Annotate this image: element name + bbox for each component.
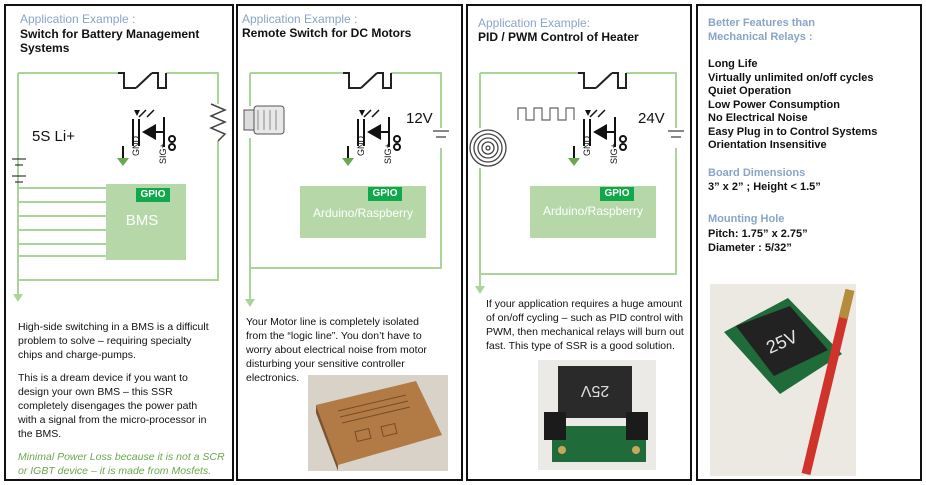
gnd-pin-label: GND (582, 136, 592, 156)
arduino-controller-box (300, 186, 426, 238)
feature-item: No Electrical Noise (708, 112, 808, 124)
panel-bms-title-line2: Systems (20, 41, 70, 55)
panel-heater-eyebrow: Application Example: (478, 16, 591, 30)
board-dimensions-heading: Board Dimensions (708, 167, 806, 179)
feature-item: Easy Plug in to Control Systems (708, 125, 878, 138)
panel-bms-eyebrow: Application Example : (20, 12, 136, 26)
features-list: Long Life Virtually unlimited on/off cyc… (708, 58, 877, 153)
arduino-controller-box (530, 186, 656, 238)
sig-pin-label: SIG+ (158, 143, 168, 164)
arduino-box-label: Arduino/Raspberry (542, 204, 644, 218)
heater-coil-icon (469, 129, 507, 167)
ssr-mosfet-icon (117, 109, 176, 166)
panel-heater-title: PID / PWM Control of Heater (478, 30, 639, 44)
panel-motor-title: Remote Switch for DC Motors (242, 26, 412, 40)
gpio-badge: GPIO (600, 187, 634, 201)
ssr-mosfet-icon (342, 109, 401, 166)
feature-item: Orientation Insensitive (708, 139, 827, 151)
panel-bms-note: Minimal Power Loss because it is not a S… (18, 451, 225, 477)
sig-pin-label: SIG+ (609, 143, 619, 164)
pwm-signal-icon (517, 107, 575, 121)
heater-circuit-diagram (469, 72, 684, 294)
panel-dc-motors: Application Example : Remote Switch for … (236, 4, 463, 481)
panel-heater: Application Example: PID / PWM Control o… (466, 4, 692, 481)
gpio-badge: GPIO (136, 188, 170, 202)
mounting-pitch-value: Pitch: 1.75” x 2.75” (708, 228, 808, 240)
panel-bms-paragraph-1: High-side switching in a BMS is a diffic… (18, 321, 209, 361)
battery-cells-icon (12, 158, 26, 183)
feature-item: Long Life (708, 58, 758, 70)
ssr-mosfet-icon (568, 109, 627, 166)
motor-circuit-diagram (243, 72, 449, 307)
feature-item: Quiet Operation (708, 85, 792, 97)
heater-voltage-label: 24V (638, 110, 665, 127)
battery-voltage-label: 5S Li+ (32, 128, 75, 145)
panel-heater-paragraph: If your application requires a huge amou… (486, 298, 684, 352)
ssr-board-photo: 25V (538, 360, 656, 470)
dc-motor-icon (243, 105, 285, 135)
board-dimensions-value: 3” x 2” ; Height < 1.5” (708, 181, 821, 193)
arduino-box-label: Arduino/Raspberry (312, 206, 414, 220)
ssr-module-pen-photo: 25V (710, 284, 856, 476)
bms-circuit-diagram (12, 72, 227, 302)
motor-voltage-label: 12V (406, 110, 433, 127)
feature-item: Low Power Consumption (708, 98, 840, 111)
mounting-hole-heading: Mounting Hole (708, 213, 785, 225)
gnd-pin-label: GND (356, 136, 366, 156)
ssr-package-photo (308, 375, 448, 471)
gpio-badge: GPIO (368, 187, 402, 201)
gnd-pin-label: GND (131, 136, 141, 156)
sig-pin-label: SIG+ (383, 143, 393, 164)
panel-bms-title-line1: Switch for Battery Management (20, 27, 200, 41)
panel-bms: Application Example : Switch for Battery… (4, 4, 234, 481)
mounting-diameter-value: Diameter : 5/32” (708, 242, 792, 254)
ssr-board-photo-label: 25V (580, 382, 609, 399)
bms-box-label: BMS (125, 212, 159, 229)
panel-motor-eyebrow: Application Example : (242, 12, 358, 26)
feature-item: Virtually unlimited on/off cycles (708, 71, 874, 84)
